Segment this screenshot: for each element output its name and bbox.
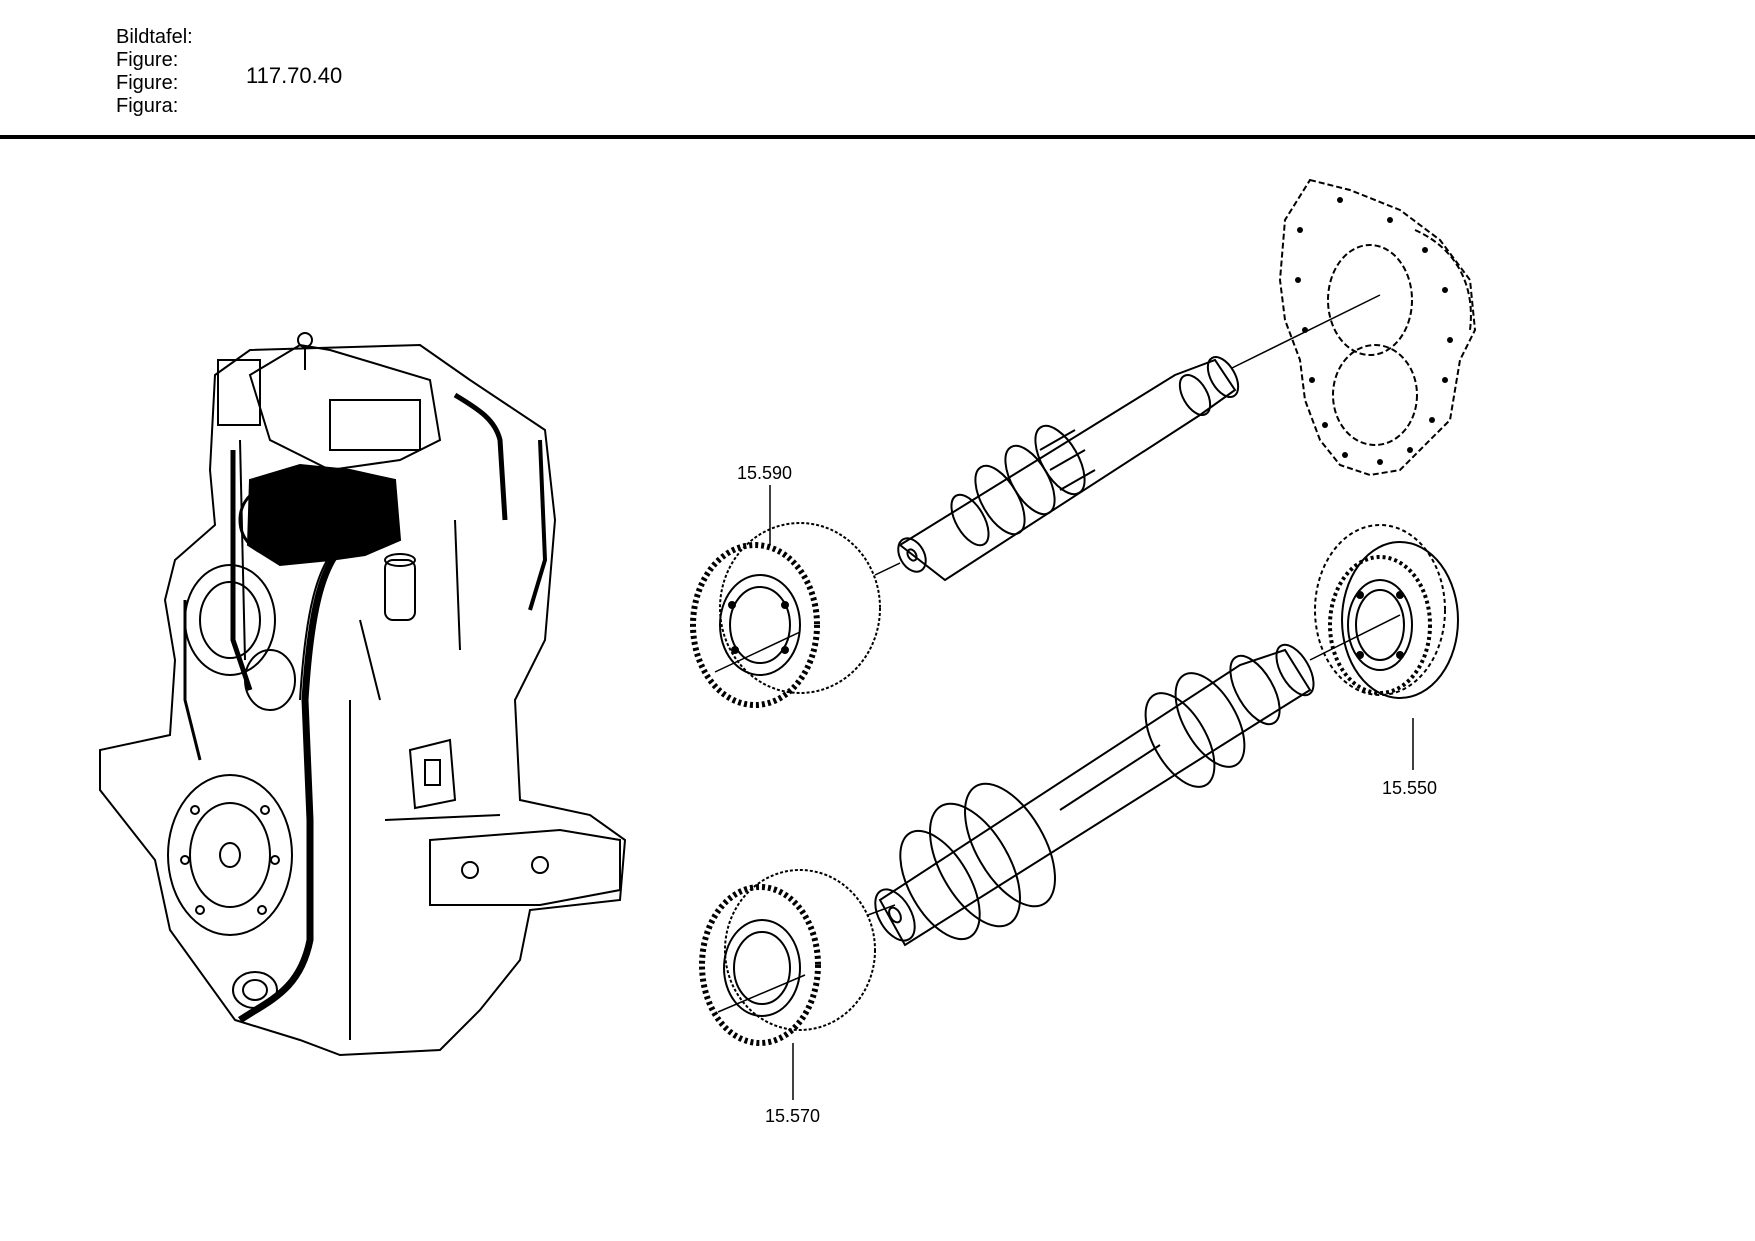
label-figura: Figura: xyxy=(116,95,179,117)
gearbox-assembly-illustration xyxy=(99,332,627,1057)
lower-shaft xyxy=(874,643,1315,947)
gear-15590 xyxy=(690,522,901,708)
label-figure-en: Figure: xyxy=(116,49,179,71)
label-figure-fr: Figure: xyxy=(116,72,179,94)
cover-bolt-holes xyxy=(1295,197,1453,465)
figure-number: 117.70.40 xyxy=(246,63,343,88)
label-bildtafel: Bildtafel: xyxy=(116,26,193,48)
header-rule xyxy=(0,135,1755,139)
housing-cover-plate xyxy=(1278,178,1477,477)
page-header: Bildtafel: Figure: Figure: Figura: 117.7… xyxy=(0,0,1755,140)
callout-15550: 15.550 xyxy=(1382,778,1438,798)
exploded-view-drawing xyxy=(99,178,1477,1100)
callout-15570: 15.570 xyxy=(765,1106,821,1126)
gear-15550 xyxy=(1309,524,1459,699)
callout-15590: 15.590 xyxy=(737,463,793,483)
figure-labels: Bildtafel: Figure: Figure: Figura: xyxy=(116,26,193,118)
cover-leader-line xyxy=(1231,294,1381,369)
gear-15570 xyxy=(699,869,896,1046)
upper-shaft xyxy=(897,356,1240,582)
